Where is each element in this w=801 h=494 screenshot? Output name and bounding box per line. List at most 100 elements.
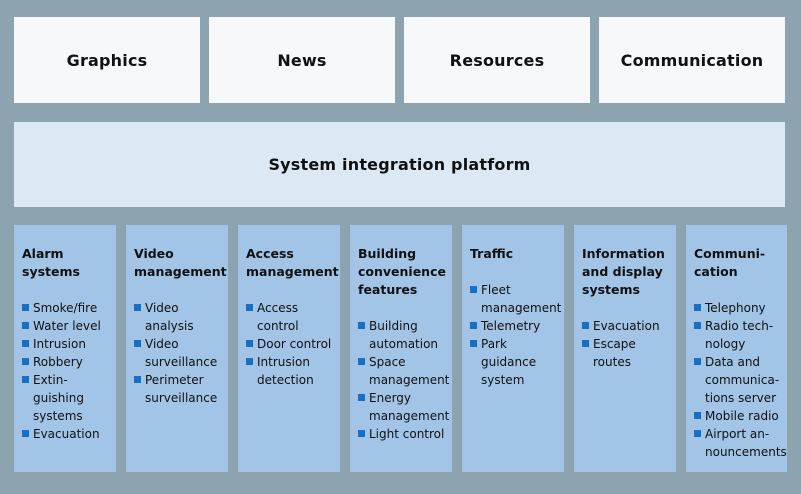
square-bullet-icon	[470, 340, 477, 347]
feature-item: Telemetry	[470, 317, 560, 335]
feature-label: Video analysis	[145, 301, 194, 333]
feature-item: Telephony	[694, 299, 783, 317]
square-bullet-icon	[358, 430, 365, 437]
top-box-communication: Communication	[599, 17, 785, 103]
square-bullet-icon	[358, 394, 365, 401]
feature-label: Robbery	[33, 355, 83, 369]
column-title: Traffic	[470, 246, 514, 261]
square-bullet-icon	[582, 322, 589, 329]
feature-label: Fleet management	[481, 283, 562, 315]
feature-label: Extin- guishing systems	[33, 373, 84, 423]
feature-item: Park guidance system	[470, 335, 560, 389]
feature-label: Building automation	[369, 319, 439, 351]
feature-label: Door control	[257, 337, 332, 351]
feature-label: Video surveillance	[145, 337, 218, 369]
column-title: Video management	[134, 246, 227, 279]
feature-label: Mobile radio	[705, 409, 779, 423]
feature-item: Escape routes	[582, 335, 672, 371]
feature-label: Airport an- nouncements	[705, 427, 787, 459]
feature-item: Fleet management	[470, 281, 562, 317]
feature-item: Energy management	[358, 389, 450, 425]
feature-label: Evacuation	[33, 427, 100, 441]
feature-label: Light control	[369, 427, 445, 441]
square-bullet-icon	[582, 340, 589, 347]
feature-item: Light control	[358, 425, 448, 443]
square-bullet-icon	[358, 322, 365, 329]
feature-item: Radio tech- nology	[694, 317, 783, 353]
feature-label: Intrusion	[33, 337, 86, 351]
feature-label: Telemetry	[481, 319, 541, 333]
feature-item: Airport an- nouncements	[694, 425, 787, 461]
feature-item: Video analysis	[134, 299, 224, 335]
top-box-label: Resources	[449, 50, 545, 70]
feature-item: Intrusion	[22, 335, 112, 353]
feature-item: Building automation	[358, 317, 448, 353]
feature-item: Data and communica- tions server	[694, 353, 783, 407]
feature-item: Extin- guishing systems	[22, 371, 112, 425]
square-bullet-icon	[694, 358, 701, 365]
top-box-label: Graphics	[66, 50, 148, 70]
square-bullet-icon	[470, 286, 477, 293]
square-bullet-icon	[358, 358, 365, 365]
square-bullet-icon	[246, 304, 253, 311]
platform-label: System integration platform	[268, 155, 531, 174]
square-bullet-icon	[134, 376, 141, 383]
feature-item: Access control	[246, 299, 336, 335]
top-box-resources: Resources	[404, 17, 590, 103]
top-box-label: News	[277, 50, 327, 70]
feature-item: Door control	[246, 335, 336, 353]
column-title: Communi- cation	[694, 246, 766, 279]
feature-label: Data and communica- tions server	[705, 355, 780, 405]
square-bullet-icon	[246, 340, 253, 347]
feature-label: Smoke/fire	[33, 301, 98, 315]
square-bullet-icon	[22, 340, 29, 347]
feature-label: Energy management	[369, 391, 450, 423]
system-integration-platform: System integration platform	[14, 122, 785, 207]
feature-label: Evacuation	[593, 319, 660, 333]
square-bullet-icon	[22, 322, 29, 329]
feature-item: Space management	[358, 353, 450, 389]
feature-item: Intrusion detection	[246, 353, 336, 389]
feature-label: Escape routes	[593, 337, 636, 369]
feature-item: Water level	[22, 317, 112, 335]
square-bullet-icon	[22, 358, 29, 365]
square-bullet-icon	[694, 412, 701, 419]
feature-item: Robbery	[22, 353, 112, 371]
square-bullet-icon	[694, 430, 701, 437]
feature-label: Access control	[257, 301, 299, 333]
feature-item: Video surveillance	[134, 335, 224, 371]
feature-item: Mobile radio	[694, 407, 783, 425]
square-bullet-icon	[694, 304, 701, 311]
feature-item: Smoke/fire	[22, 299, 112, 317]
feature-label: Space management	[369, 355, 450, 387]
square-bullet-icon	[22, 430, 29, 437]
feature-label: Water level	[33, 319, 101, 333]
feature-label: Perimeter surveillance	[145, 373, 218, 405]
feature-label: Telephony	[705, 301, 766, 315]
top-box-graphics: Graphics	[14, 17, 200, 103]
top-box-label: Communication	[620, 50, 764, 70]
feature-label: Park guidance system	[481, 337, 537, 387]
feature-item: Evacuation	[22, 425, 112, 443]
feature-label: Radio tech- nology	[705, 319, 774, 351]
column-title: Alarm systems	[22, 246, 80, 279]
square-bullet-icon	[22, 304, 29, 311]
square-bullet-icon	[694, 322, 701, 329]
square-bullet-icon	[470, 322, 477, 329]
feature-item: Evacuation	[582, 317, 672, 335]
square-bullet-icon	[246, 358, 253, 365]
column-title: Information and display systems	[582, 246, 665, 297]
